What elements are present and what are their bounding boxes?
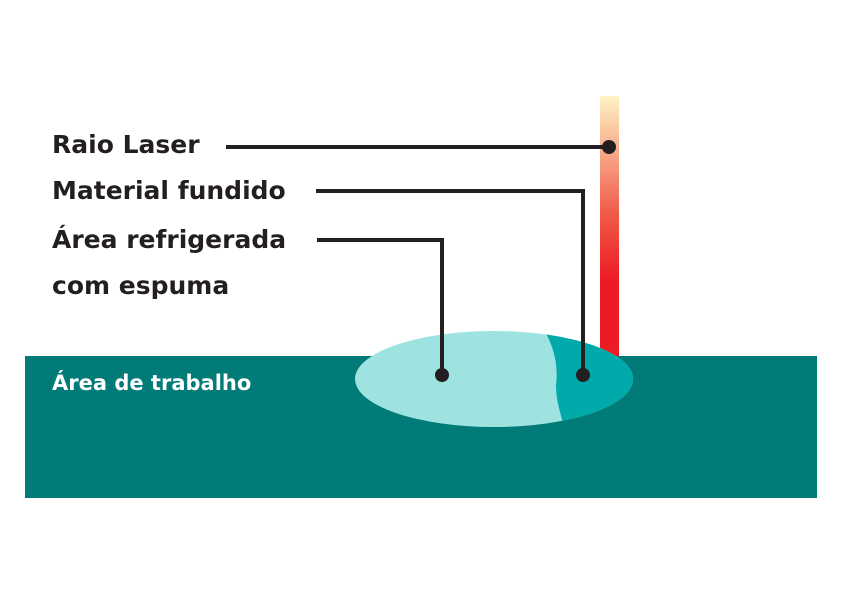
laser-dot [602,140,616,154]
label-laser: Raio Laser [52,130,200,159]
label-molten: Material fundido [52,176,286,205]
label-cooled-1: Área refrigerada [52,225,286,254]
laser-beam [600,96,619,358]
label-work-area: Área de trabalho [52,370,251,395]
label-cooled-2: com espuma [52,271,229,300]
leader-lines [226,145,609,375]
molten-dot [576,368,590,382]
cooled-dot [435,368,449,382]
